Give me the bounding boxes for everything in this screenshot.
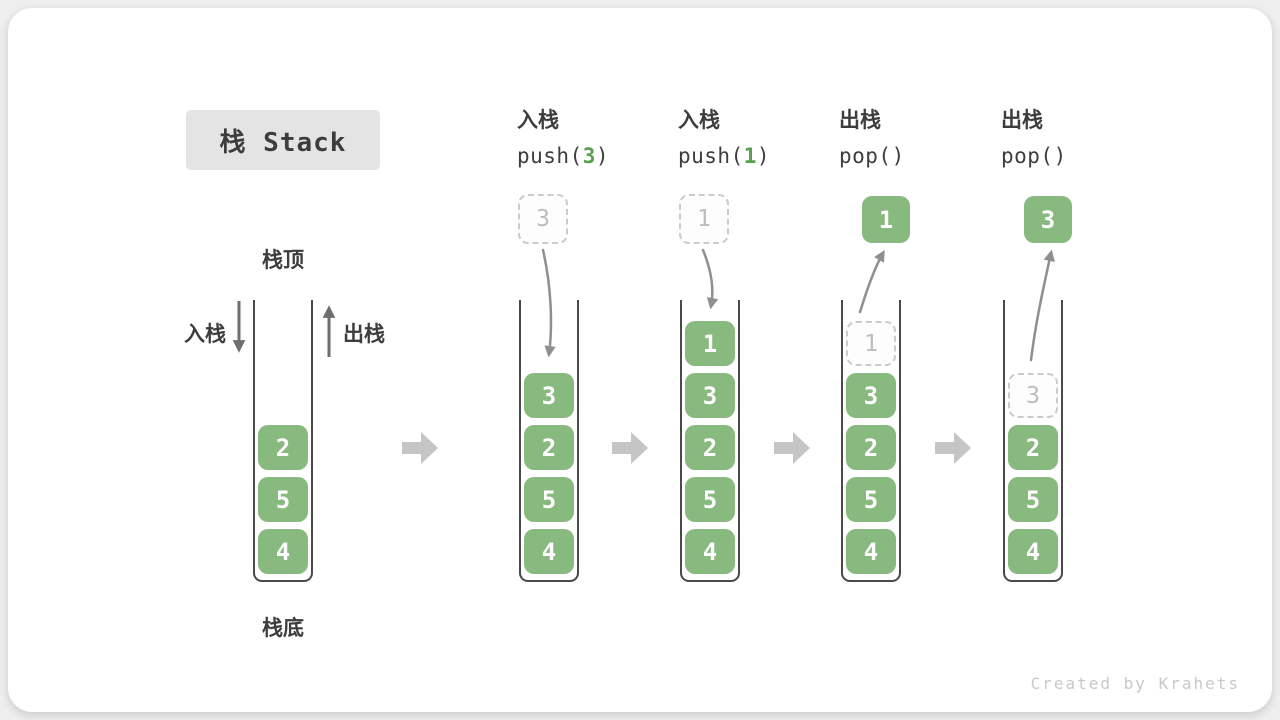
step-arrow-4 bbox=[935, 432, 971, 464]
code-text: ) bbox=[756, 144, 771, 168]
popped-value-1: 1 bbox=[862, 196, 910, 243]
stack-item-2: 2 bbox=[524, 425, 574, 470]
code-argument: 3 bbox=[582, 144, 596, 168]
stack-item-5: 5 bbox=[258, 477, 308, 522]
operation-label: 入栈 bbox=[517, 109, 559, 132]
removed-slot-3: 3 bbox=[1008, 373, 1058, 418]
title-badge: 栈 Stack bbox=[186, 110, 380, 170]
stack-container-after-pop-3: 3 2 5 4 bbox=[1003, 300, 1063, 582]
stack-top-label: 栈顶 bbox=[262, 249, 304, 272]
operation-code: push(1) bbox=[678, 144, 838, 168]
code-text: pop() bbox=[1001, 144, 1067, 168]
operation-label: 出栈 bbox=[1001, 109, 1043, 132]
operation-header-after-pop-3: 出栈 pop() bbox=[1001, 104, 1161, 168]
stack-container-after-pop-1: 1 3 2 5 4 bbox=[841, 300, 901, 582]
stack-item-3: 3 bbox=[846, 373, 896, 418]
title-text: 栈 Stack bbox=[219, 127, 347, 158]
operation-code: pop() bbox=[1001, 144, 1161, 168]
stack-item-5: 5 bbox=[524, 477, 574, 522]
stack-bottom-label: 栈底 bbox=[262, 617, 304, 640]
stack-item-4: 4 bbox=[685, 529, 735, 574]
stack-item-3: 3 bbox=[524, 373, 574, 418]
operation-code: push(3) bbox=[517, 144, 677, 168]
stack-container-after-push-1: 1 3 2 5 4 bbox=[680, 300, 740, 582]
step-arrow-3 bbox=[774, 432, 810, 464]
stack-item-4: 4 bbox=[1008, 529, 1058, 574]
operation-label: 出栈 bbox=[839, 109, 881, 132]
stack-item-2: 2 bbox=[846, 425, 896, 470]
stack-item-2: 2 bbox=[1008, 425, 1058, 470]
push-side-label: 入栈 bbox=[184, 323, 226, 346]
stack-container-after-push-3: 3 2 5 4 bbox=[519, 300, 579, 582]
stack-item-5: 5 bbox=[685, 477, 735, 522]
popped-value-3: 3 bbox=[1024, 196, 1072, 243]
code-text: pop() bbox=[839, 144, 905, 168]
stack-item-4: 4 bbox=[524, 529, 574, 574]
stack-item-4: 4 bbox=[846, 529, 896, 574]
code-argument: 1 bbox=[743, 144, 757, 168]
operation-header-after-push-1: 入栈 push(1) bbox=[678, 104, 838, 168]
code-text: push( bbox=[517, 144, 583, 168]
incoming-value-3: 3 bbox=[518, 194, 568, 244]
stack-item-1: 1 bbox=[685, 321, 735, 366]
step-arrow-2 bbox=[612, 432, 648, 464]
step-arrow-1 bbox=[402, 432, 438, 464]
stack-item-2: 2 bbox=[685, 425, 735, 470]
stack-item-3: 3 bbox=[685, 373, 735, 418]
code-text: push( bbox=[678, 144, 744, 168]
operation-label: 入栈 bbox=[678, 109, 720, 132]
pop-side-label: 出栈 bbox=[343, 323, 385, 346]
operation-header-after-push-3: 入栈 push(3) bbox=[517, 104, 677, 168]
stack-item-2: 2 bbox=[258, 425, 308, 470]
stack-item-4: 4 bbox=[258, 529, 308, 574]
operation-code: pop() bbox=[839, 144, 999, 168]
watermark: Created by Krahets bbox=[1030, 674, 1240, 693]
removed-slot-1: 1 bbox=[846, 321, 896, 366]
incoming-value-1: 1 bbox=[679, 194, 729, 244]
code-text: ) bbox=[595, 144, 610, 168]
operation-header-after-pop-1: 出栈 pop() bbox=[839, 104, 999, 168]
push-1-arrow bbox=[701, 248, 719, 310]
stack-item-5: 5 bbox=[1008, 477, 1058, 522]
stack-item-5: 5 bbox=[846, 477, 896, 522]
stack-container-initial-stack: 2 5 4 bbox=[253, 300, 313, 582]
